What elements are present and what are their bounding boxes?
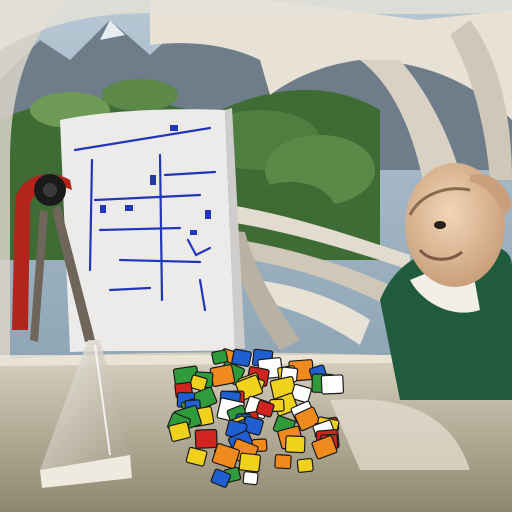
cube-tile xyxy=(242,471,259,486)
glass-frame-left xyxy=(0,0,70,360)
red-easel-object xyxy=(12,174,95,342)
cube-tile xyxy=(294,406,321,432)
cube-tile xyxy=(296,457,314,473)
glass-frame-top xyxy=(0,0,512,50)
colorful-cube-pile xyxy=(167,348,345,488)
table-reflection xyxy=(330,399,470,470)
cube-tile xyxy=(209,364,236,388)
cube-tile xyxy=(194,428,218,449)
cube-tile xyxy=(320,374,345,395)
portrait-figure xyxy=(380,163,512,400)
cube-tile xyxy=(255,399,275,418)
cube-tile xyxy=(211,443,241,470)
cube-tile xyxy=(211,349,229,365)
blueprint-paper xyxy=(60,108,245,352)
cube-tile xyxy=(290,383,312,404)
cube-tile xyxy=(231,348,252,368)
glass-cone xyxy=(40,340,132,488)
cube-tile xyxy=(274,454,292,470)
cube-tile xyxy=(185,446,208,467)
cube-tile xyxy=(311,435,338,460)
cube-tile xyxy=(238,452,262,473)
cube-tile xyxy=(168,421,191,442)
cube-tile xyxy=(189,374,208,392)
cube-tile xyxy=(210,468,232,488)
cube-tile xyxy=(284,435,306,454)
